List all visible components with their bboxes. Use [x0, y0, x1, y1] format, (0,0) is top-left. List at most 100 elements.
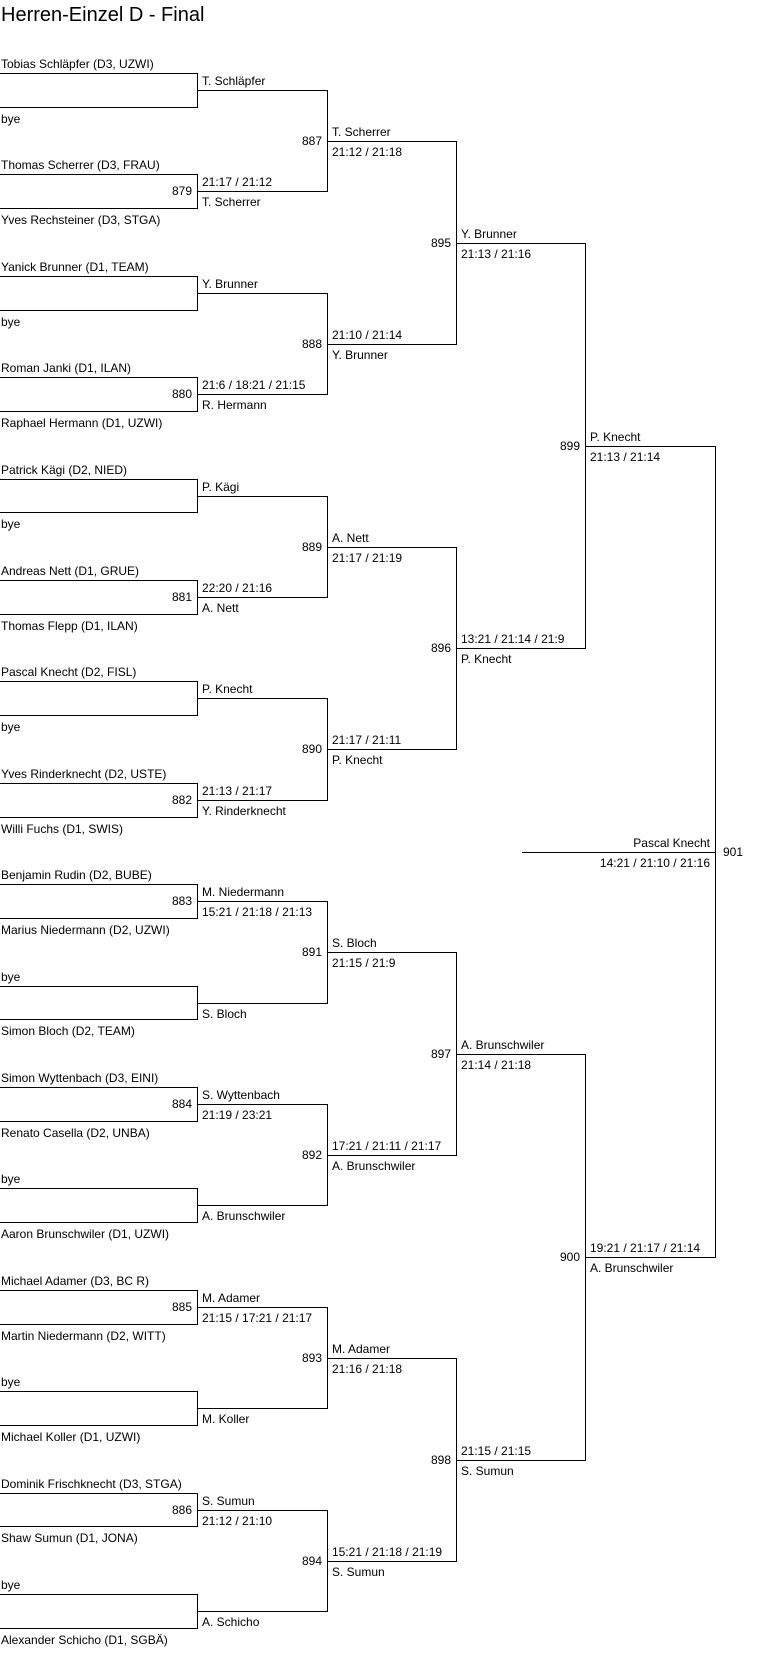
match-line [327, 547, 456, 548]
player-line [0, 1391, 197, 1392]
match-number: 898 [430, 1453, 451, 1467]
winner-label-below: A. Brunschwiler [202, 1209, 286, 1223]
player-name-bottom: Renato Casella (D2, UNBA) [1, 1126, 150, 1140]
player-line [0, 1290, 197, 1291]
player-name-top: bye [1, 1172, 21, 1186]
match-number: 881 [171, 590, 192, 604]
match-number: 883 [171, 894, 192, 908]
player-line [0, 310, 197, 311]
winner-label-below: 21:17 / 21:19 [332, 551, 403, 565]
winner-label-above: P. Kägi [202, 480, 240, 494]
match-line [456, 648, 585, 649]
final-score: 14:21 / 21:10 / 21:16 [599, 856, 710, 870]
match-line [197, 90, 327, 91]
bracket-connector [715, 446, 716, 1258]
winner-label-above: M. Niedermann [202, 885, 285, 899]
final-winner: Pascal Knecht [633, 836, 710, 850]
match-line [585, 1257, 715, 1258]
winner-label-below: S. Sumun [332, 1565, 385, 1579]
player-line [0, 614, 197, 615]
player-name-bottom: bye [1, 720, 21, 734]
winner-label-above: 21:17 / 21:12 [202, 175, 273, 189]
winner-label-above: 15:21 / 21:18 / 21:19 [332, 1545, 443, 1559]
winner-label-below: 21:13 / 21:16 [461, 247, 532, 261]
match-number: 891 [301, 945, 322, 959]
match-line [197, 698, 327, 699]
player-name-bottom: bye [1, 112, 21, 126]
match-line [327, 1155, 456, 1156]
player-line [0, 1526, 197, 1527]
winner-label-below: 21:12 / 21:18 [332, 145, 403, 159]
player-line [0, 1493, 197, 1494]
player-line [0, 174, 197, 175]
winner-label-below: R. Hermann [202, 398, 267, 412]
page-title: Herren-Einzel D - Final [1, 4, 205, 26]
player-line [0, 1121, 197, 1122]
winner-label-below: 21:15 / 21:9 [332, 956, 396, 970]
match-line [327, 952, 456, 953]
player-name-bottom: bye [1, 517, 21, 531]
final-line [522, 852, 715, 853]
winner-label-above: A. Brunschwiler [461, 1038, 545, 1052]
winner-label-above: M. Adamer [332, 1342, 391, 1356]
player-line [0, 1594, 197, 1595]
player-line [0, 512, 197, 513]
player-line [0, 884, 197, 885]
winner-label-above: Y. Brunner [461, 227, 517, 241]
player-name-top: bye [1, 1375, 21, 1389]
winner-label-above: 13:21 / 21:14 / 21:9 [461, 632, 565, 646]
match-line [197, 1408, 327, 1409]
winner-label-above: 22:20 / 21:16 [202, 581, 273, 595]
player-name-top: Dominik Frischknecht (D3, STGA) [1, 1477, 182, 1491]
match-line [327, 141, 456, 142]
winner-label-below: T. Scherrer [202, 195, 261, 209]
match-number: 901 [723, 845, 744, 859]
player-name-bottom: Aaron Brunschwiler (D1, UZWI) [1, 1227, 170, 1241]
winner-label-below: 21:14 / 21:18 [461, 1058, 532, 1072]
match-number: 882 [171, 793, 192, 807]
player-name-top: Simon Wyttenbach (D3, EINI) [1, 1071, 159, 1085]
match-line [197, 1205, 327, 1206]
player-name-top: Yves Rinderknecht (D2, USTE) [1, 767, 167, 781]
player-name-bottom: Michael Koller (D1, UZWI) [1, 1430, 141, 1444]
player-line [0, 918, 197, 919]
player-line [0, 783, 197, 784]
match-number: 893 [301, 1351, 322, 1365]
winner-label-above: S. Bloch [332, 936, 377, 950]
match-line [197, 1104, 327, 1105]
player-name-bottom: Raphael Hermann (D1, UZWI) [1, 416, 163, 430]
winner-label-above: P. Knecht [590, 430, 641, 444]
match-number: 892 [301, 1148, 322, 1162]
winner-label-below: 15:21 / 21:18 / 21:13 [202, 905, 313, 919]
player-name-top: Roman Janki (D1, ILAN) [1, 361, 132, 375]
player-name-bottom: Shaw Sumun (D1, JONA) [1, 1531, 138, 1545]
player-line [0, 411, 197, 412]
winner-label-above: 21:13 / 21:17 [202, 784, 273, 798]
player-name-bottom: bye [1, 315, 21, 329]
match-number: 887 [301, 134, 322, 148]
winner-label-below: 21:13 / 21:14 [590, 450, 661, 464]
player-line [0, 479, 197, 480]
match-line [197, 597, 327, 598]
winner-label-above: Y. Brunner [202, 277, 258, 291]
winner-label-above: 21:6 / 18:21 / 21:15 [202, 378, 306, 392]
player-name-bottom: Thomas Flepp (D1, ILAN) [1, 619, 138, 633]
player-line [0, 1425, 197, 1426]
winner-label-below: S. Bloch [202, 1007, 247, 1021]
match-line [197, 293, 327, 294]
match-line [456, 1460, 585, 1461]
match-line [585, 446, 715, 447]
player-line [0, 817, 197, 818]
winner-label-below: 21:12 / 21:10 [202, 1514, 273, 1528]
player-name-bottom: Simon Bloch (D2, TEAM) [1, 1024, 135, 1038]
player-line [0, 377, 197, 378]
match-number: 896 [430, 641, 451, 655]
player-line [0, 715, 197, 716]
winner-label-above: M. Adamer [202, 1291, 261, 1305]
winner-label-below: 21:15 / 17:21 / 21:17 [202, 1311, 313, 1325]
player-name-top: Tobias Schläpfer (D3, UZWI) [1, 57, 154, 71]
match-number: 900 [559, 1250, 580, 1264]
player-name-bottom: Marius Niedermann (D2, UZWI) [1, 923, 170, 937]
player-line [0, 73, 197, 74]
player-line [0, 107, 197, 108]
